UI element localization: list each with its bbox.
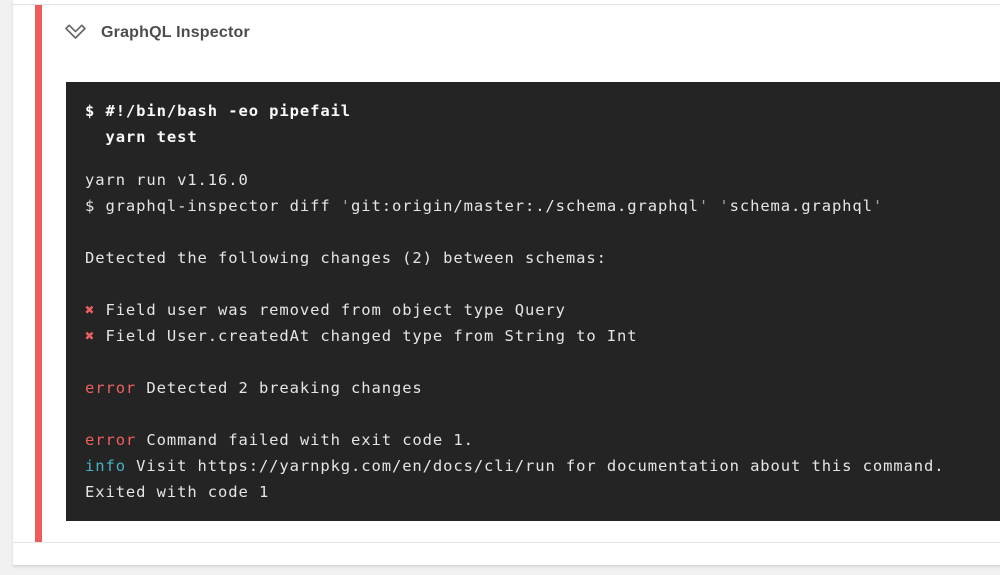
log-text: Field User.createdAt changed type from S… xyxy=(95,327,638,345)
log-text: Detected 2 breaking changes xyxy=(136,379,423,397)
log-text: ' xyxy=(872,197,884,215)
terminal-log-line xyxy=(85,219,984,245)
step-title: GraphQL Inspector xyxy=(101,23,250,41)
log-text: schema.graphql xyxy=(729,197,873,215)
error-text: ✖ xyxy=(85,327,96,345)
log-text: Field user was removed from object type … xyxy=(95,301,566,319)
log-text: ' xyxy=(719,197,730,215)
error-text: error xyxy=(85,431,137,449)
terminal-log-line: error Detected 2 breaking changes xyxy=(85,375,984,401)
terminal-log-line: ✖ Field user was removed from object typ… xyxy=(85,297,984,323)
terminal-log-block: yarn run v1.16.0 $ graphql-inspector diff… xyxy=(85,167,984,505)
terminal-command-line: $ #!/bin/bash -eo pipefail xyxy=(85,102,352,120)
error-text: error xyxy=(85,379,137,397)
log-text: git:origin/master:./schema.graphql xyxy=(351,197,699,215)
terminal-log-line xyxy=(85,401,984,427)
log-text: Exited with code 1 xyxy=(85,483,270,501)
job-step-card: GraphQL Inspector $ #!/bin/bash -eo pipe… xyxy=(13,0,1000,566)
step-header[interactable]: GraphQL Inspector xyxy=(63,21,250,44)
terminal-command-line: yarn test xyxy=(85,128,198,146)
log-text xyxy=(709,197,719,215)
chevron-down-icon[interactable] xyxy=(63,21,88,44)
terminal-log-line: Detected the following changes (2) betwe… xyxy=(85,245,984,271)
terminal-command-block: $ #!/bin/bash -eo pipefail yarn test xyxy=(85,98,984,150)
terminal-log-line: info Visit https://yarnpkg.com/en/docs/c… xyxy=(85,453,984,479)
terminal-log-line: Exited with code 1 xyxy=(85,479,984,505)
failed-step-indicator xyxy=(35,5,42,542)
terminal-log-line: ✖ Field User.createdAt changed type from… xyxy=(85,323,984,349)
terminal-output: $ #!/bin/bash -eo pipefail yarn test yar… xyxy=(66,82,1000,521)
log-text: Command failed with exit code 1. xyxy=(136,431,474,449)
terminal-log-line xyxy=(85,349,984,375)
terminal-log-line: yarn run v1.16.0 xyxy=(85,167,984,193)
log-text: yarn run v1.16.0 xyxy=(85,171,249,189)
terminal-log-line: error Command failed with exit code 1. xyxy=(85,427,984,453)
log-text: ' xyxy=(698,197,710,215)
terminal-log-line xyxy=(85,271,984,297)
terminal-log-line: $ graphql-inspector diff 'git:origin/mas… xyxy=(85,193,984,219)
log-text: Detected the following changes (2) betwe… xyxy=(85,249,607,267)
log-text: ' xyxy=(340,197,352,215)
error-text: ✖ xyxy=(85,301,96,319)
failed-step-section: GraphQL Inspector $ #!/bin/bash -eo pipe… xyxy=(13,4,1000,543)
info-text: info xyxy=(85,457,126,475)
log-text: Visit https://yarnpkg.com/en/docs/cli/ru… xyxy=(125,457,945,475)
log-text: $ graphql-inspector diff xyxy=(85,197,341,215)
